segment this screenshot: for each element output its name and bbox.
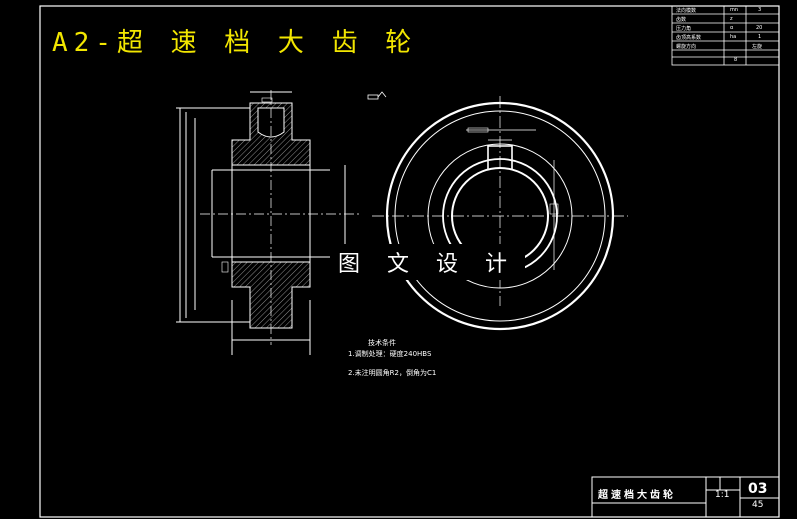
param-name-1: 法向模数 bbox=[676, 8, 697, 14]
tech-requirement-2: 2.未注明圆角R2，倒角为C1 bbox=[348, 369, 437, 377]
param-symbol-3: α bbox=[730, 25, 734, 31]
drawing-title: A2-超 速 档 大 齿 轮 bbox=[52, 28, 418, 58]
parameter-table bbox=[671, 5, 780, 66]
title-block-part-name: 超速档大齿轮 bbox=[598, 490, 676, 501]
param-symbol-1: mn bbox=[730, 7, 739, 13]
drawing-border bbox=[39, 5, 780, 518]
tech-requirement-1: 1.调制处理：硬度240HBS bbox=[348, 350, 432, 358]
param-symbol-4: ha bbox=[730, 34, 737, 40]
param-symbol-2: z bbox=[730, 16, 733, 22]
param-name-4: 齿顶高系数 bbox=[676, 35, 702, 41]
title-block-sheet: 1:1 bbox=[715, 490, 730, 500]
title-block-scale: 45 bbox=[752, 500, 764, 510]
param-value-1: 3 bbox=[758, 7, 762, 13]
param-value-6: 8 bbox=[734, 57, 738, 63]
roughness-symbol bbox=[367, 91, 387, 100]
param-value-5: 左旋 bbox=[752, 44, 763, 50]
gear-front-view bbox=[372, 96, 628, 331]
param-name-5: 螺旋方向 bbox=[676, 44, 697, 50]
param-name-2: 齿数 bbox=[676, 17, 687, 23]
tech-requirements-heading: 技术条件 bbox=[368, 339, 396, 347]
watermark-text: 图 文 设 计 bbox=[330, 244, 525, 280]
param-value-3: 20 bbox=[756, 25, 763, 31]
title-block bbox=[591, 476, 780, 518]
param-name-3: 压力角 bbox=[676, 26, 692, 32]
title-block-drawing-number: 03 bbox=[748, 481, 768, 497]
gear-section-view bbox=[176, 90, 360, 355]
param-value-4: 1 bbox=[758, 34, 762, 40]
